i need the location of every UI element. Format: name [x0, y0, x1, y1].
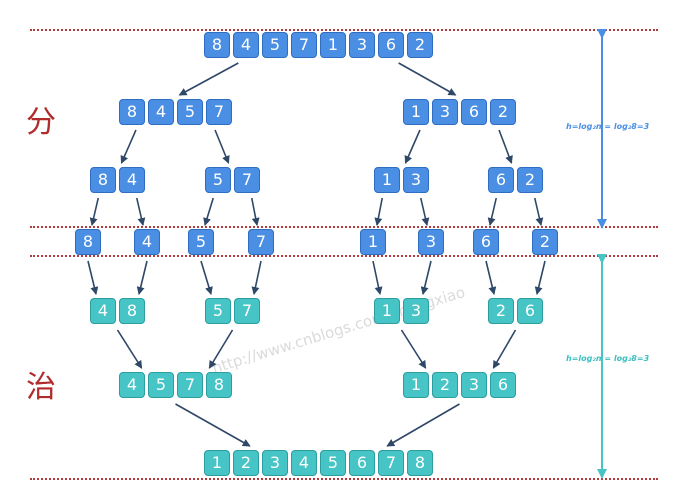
divide-arrow: [178, 62, 239, 96]
merge-arrow: [251, 260, 262, 295]
conquer-cell: 7: [177, 372, 203, 398]
divide-cell: 2: [407, 32, 433, 58]
conquer-cell: 3: [403, 298, 429, 324]
conquer-cell: 2: [432, 372, 458, 398]
conquer-cell: 1: [204, 450, 230, 476]
divide-cell: 6: [378, 32, 404, 58]
divide-arrow: [214, 129, 230, 164]
conquer-cell: 1: [374, 298, 400, 324]
divide-cell: 1: [403, 99, 429, 125]
divide-label: 分: [26, 105, 56, 140]
merge-arrow: [87, 260, 99, 295]
divide-cell: 7: [206, 99, 232, 125]
conquer-cell: 8: [119, 298, 145, 324]
divide-cell: 8: [119, 99, 145, 125]
divide-arrow: [498, 129, 513, 164]
divide-cell: 2: [517, 167, 543, 193]
conquer-cell: 3: [461, 372, 487, 398]
divide-cell: 8: [90, 167, 116, 193]
conquer-cell: 4: [119, 372, 145, 398]
conquer-cell: 7: [378, 450, 404, 476]
conquer-cell: 6: [490, 372, 516, 398]
merge-arrow: [200, 260, 213, 295]
divide-cell: 1: [374, 167, 400, 193]
divide-cell: 4: [148, 99, 174, 125]
divide-arrow: [398, 62, 457, 96]
merge-arrow: [208, 329, 234, 369]
merge-arrow: [492, 329, 517, 369]
divide-cell: 6: [488, 167, 514, 193]
divide-cell: 5: [262, 32, 288, 58]
divide-cell: 4: [119, 167, 145, 193]
divide-height-formula: h=log₂n = log₂8=3: [566, 122, 650, 131]
conquer-label: 治: [26, 370, 56, 405]
divide-arrow: [419, 197, 430, 226]
conquer-cell: 6: [349, 450, 375, 476]
merge-arrow: [400, 329, 427, 369]
merge-arrow: [175, 403, 251, 447]
divide-cell: 8: [75, 229, 101, 255]
divide-cell: 8: [204, 32, 230, 58]
merge-arrow: [534, 260, 546, 295]
merge-arrow: [136, 260, 148, 295]
divide-arrow: [404, 129, 421, 164]
divide-cell: 5: [177, 99, 203, 125]
divide-cell: 7: [234, 167, 260, 193]
divide-cell: 4: [233, 32, 259, 58]
divide-arrow: [533, 197, 544, 226]
conquer-cell: 5: [148, 372, 174, 398]
divide-cell: 5: [205, 167, 231, 193]
conquer-cell: 4: [90, 298, 116, 324]
divide-cell: 3: [432, 99, 458, 125]
conquer-cell: 5: [320, 450, 346, 476]
divide-arrow: [120, 129, 137, 164]
conquer-cell: 2: [233, 450, 259, 476]
divide-arrow: [203, 197, 215, 226]
top-divider: [30, 29, 658, 31]
divide-arrow: [487, 197, 498, 226]
conquer-cell: 7: [234, 298, 260, 324]
divide-arrow: [250, 197, 260, 226]
divide-cell: 3: [418, 229, 444, 255]
divide-cell: 4: [134, 229, 160, 255]
conquer-cell: 3: [262, 450, 288, 476]
divide-cell: 3: [403, 167, 429, 193]
divide-cell: 1: [320, 32, 346, 58]
divide-cell: 2: [490, 99, 516, 125]
divide-cell: 6: [461, 99, 487, 125]
conquer-cell: 8: [206, 372, 232, 398]
conquer-cell: 6: [517, 298, 543, 324]
bottom-divider: [30, 478, 658, 480]
divide-cell: 1: [360, 229, 386, 255]
divide-arrow: [374, 197, 384, 226]
divide-cell: 5: [188, 229, 214, 255]
middle-divider-lower: [30, 255, 658, 257]
middle-divider-upper: [30, 226, 658, 228]
conquer-cell: 5: [205, 298, 231, 324]
divide-arrow: [135, 197, 146, 226]
divide-cell: 7: [291, 32, 317, 58]
conquer-cell: 8: [407, 450, 433, 476]
merge-arrow: [116, 329, 143, 369]
conquer-cell: 1: [403, 372, 429, 398]
merge-arrow: [372, 260, 383, 295]
conquer-cell: 2: [488, 298, 514, 324]
divide-arrow: [89, 197, 100, 226]
merge-arrow: [386, 403, 460, 447]
divide-cell: 7: [248, 229, 274, 255]
merge-arrow: [485, 260, 497, 295]
divide-cell: 3: [349, 32, 375, 58]
conquer-height-formula: h=log₂n = log₂8=3: [566, 354, 650, 363]
divide-cell: 6: [473, 229, 499, 255]
conquer-cell: 4: [291, 450, 317, 476]
merge-arrow: [420, 260, 432, 295]
divide-cell: 2: [532, 229, 558, 255]
